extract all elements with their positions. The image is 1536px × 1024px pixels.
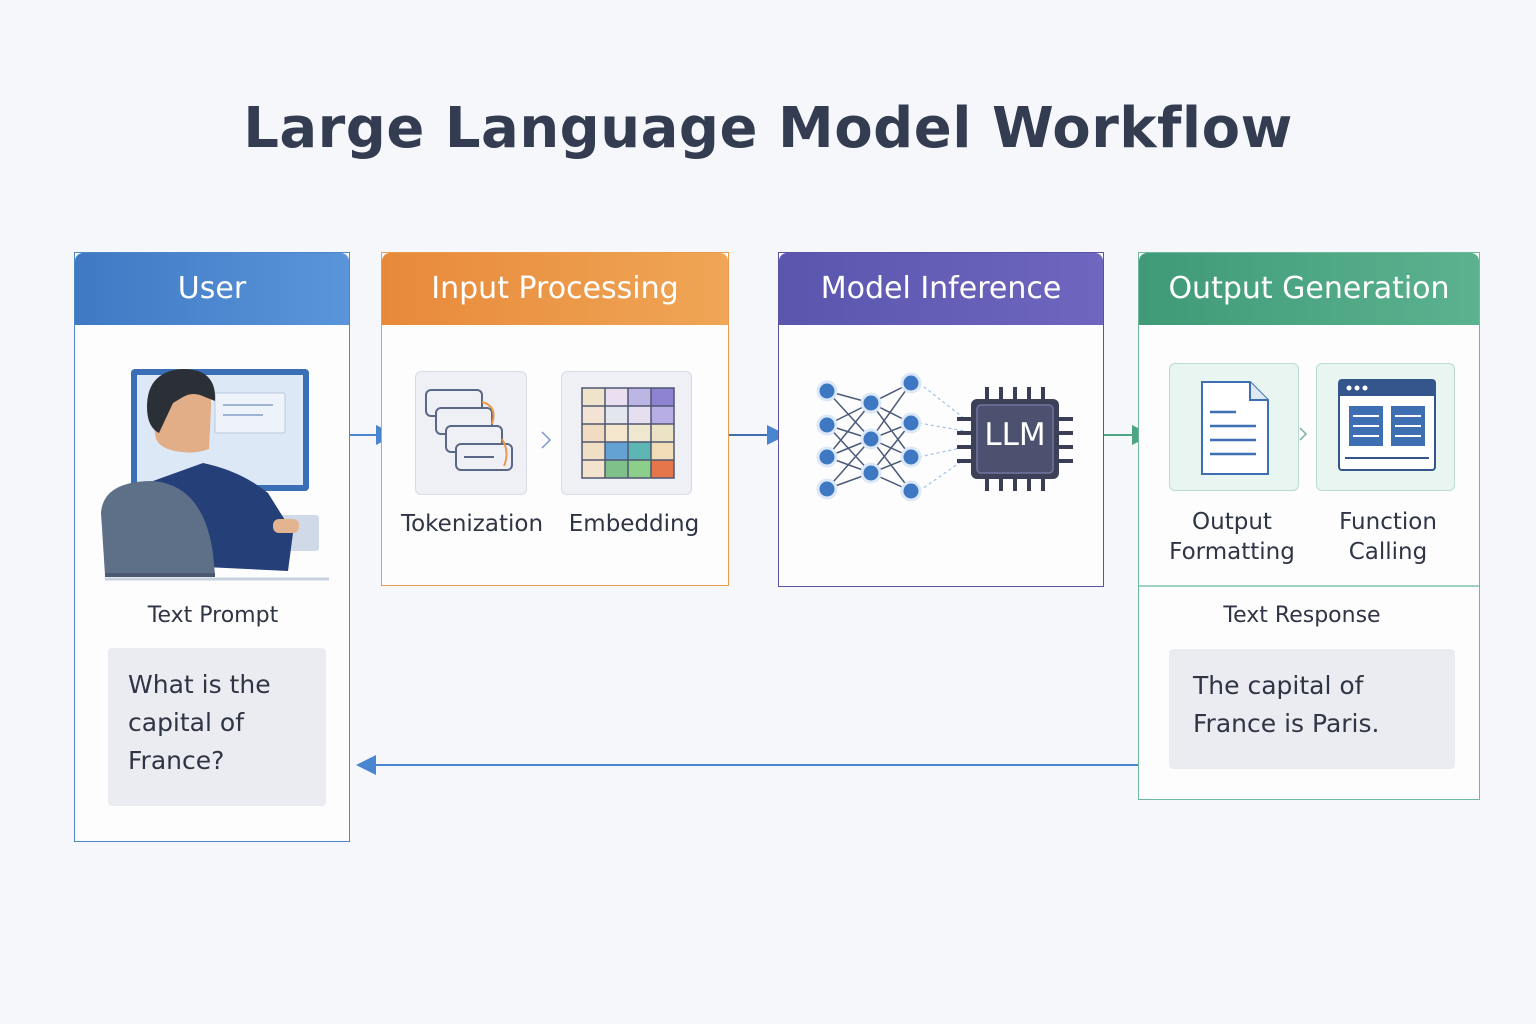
embedding-grid-icon bbox=[581, 387, 675, 479]
neural-network-icon bbox=[816, 372, 966, 502]
chevron-right-icon bbox=[1299, 427, 1308, 441]
model-panel-header: Model Inference bbox=[779, 253, 1103, 325]
output-formatting-tile bbox=[1169, 363, 1299, 491]
user-at-computer-icon bbox=[101, 369, 329, 581]
function-calling-label-line1: Function bbox=[1339, 509, 1437, 535]
browser-window-icon bbox=[1338, 379, 1436, 471]
tokenization-label: Tokenization bbox=[400, 511, 544, 537]
embedding-label: Embedding bbox=[568, 511, 700, 537]
embedding-tile bbox=[561, 371, 692, 495]
text-response-bubble: The capital of France is Paris. bbox=[1169, 649, 1455, 769]
input-processing-panel: Input Processing Tokenization Embedding bbox=[381, 252, 729, 586]
output-formatting-label: Output Formatting bbox=[1157, 507, 1307, 567]
model-inference-panel: Model Inference LLM bbox=[778, 252, 1104, 587]
function-calling-label-line2: Calling bbox=[1348, 539, 1428, 565]
output-panel-header: Output Generation bbox=[1139, 253, 1479, 325]
function-calling-label: Function Calling bbox=[1313, 507, 1463, 567]
user-panel: User Text Prompt What is the capital of … bbox=[74, 252, 350, 842]
output-generation-panel: Output Generation Output Formatting Func… bbox=[1138, 252, 1480, 800]
llm-chip-icon bbox=[957, 387, 1073, 491]
output-divider bbox=[1139, 585, 1479, 587]
input-panel-header: Input Processing bbox=[382, 253, 728, 325]
user-prompt-bubble: What is the capital of France? bbox=[108, 648, 326, 806]
tokenization-icon bbox=[425, 389, 513, 471]
function-calling-tile bbox=[1316, 363, 1455, 491]
output-formatting-label-line2: Formatting bbox=[1169, 539, 1295, 565]
llm-chip-label: LLM bbox=[984, 417, 1046, 453]
diagram-title: Large Language Model Workflow bbox=[243, 96, 1293, 161]
chevron-right-icon bbox=[541, 431, 552, 449]
tokenization-tile bbox=[415, 371, 527, 495]
output-formatting-label-line1: Output bbox=[1192, 509, 1272, 535]
user-prompt-caption: Text Prompt bbox=[147, 603, 279, 628]
user-panel-header: User bbox=[75, 253, 349, 325]
document-icon bbox=[1201, 381, 1269, 475]
text-response-caption: Text Response bbox=[1223, 603, 1381, 628]
